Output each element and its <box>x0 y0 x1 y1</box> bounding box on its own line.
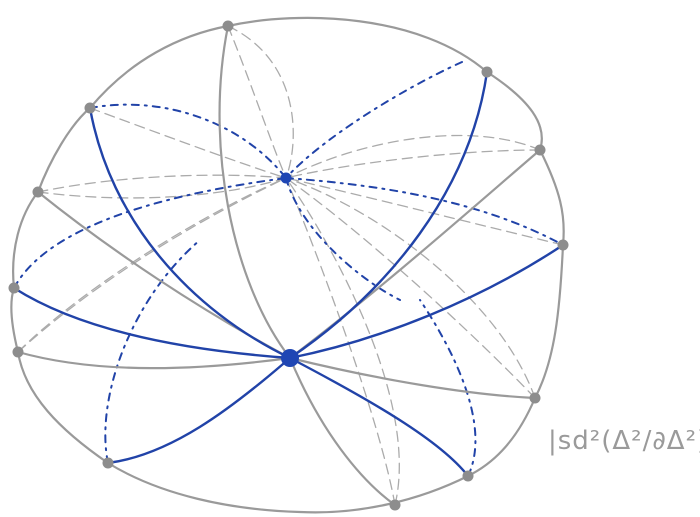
node <box>33 187 44 198</box>
front-gray-lines <box>18 26 540 505</box>
front-pole-node <box>281 349 299 367</box>
node <box>13 347 24 358</box>
rim-nodes <box>9 21 569 511</box>
node <box>223 21 234 32</box>
back-pole-node <box>281 173 292 184</box>
node <box>463 471 474 482</box>
node <box>9 283 20 294</box>
node <box>482 67 493 78</box>
front-great-circles <box>14 72 563 476</box>
back-hidden-great-circles <box>14 62 563 476</box>
node <box>85 103 96 114</box>
node <box>535 145 546 156</box>
sphere-outline <box>11 18 563 512</box>
node <box>390 500 401 511</box>
node <box>530 393 541 404</box>
node <box>558 240 569 251</box>
node <box>103 458 114 469</box>
handwritten-formula: |sd²(Δ²/∂Δ²)| <box>548 426 700 456</box>
